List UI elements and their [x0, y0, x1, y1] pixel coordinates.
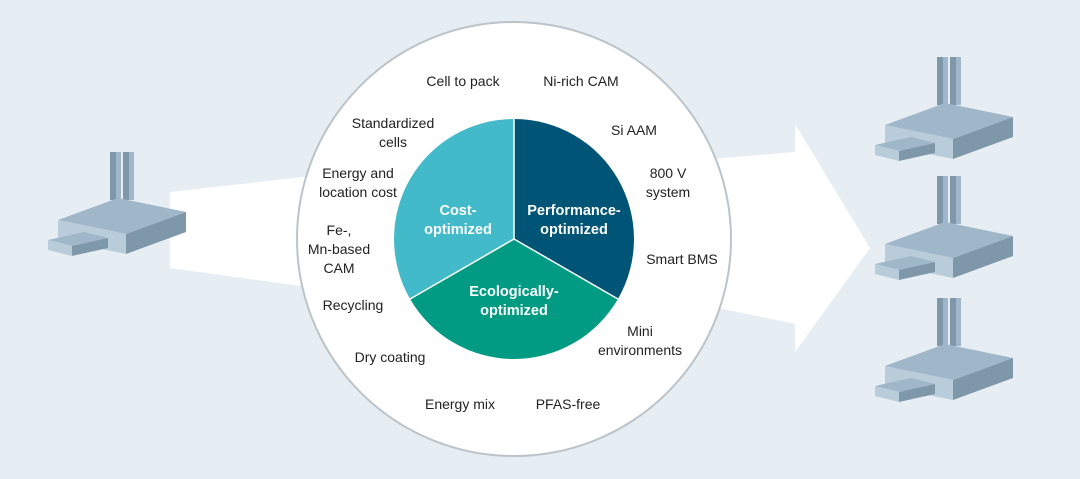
- label-800v-system: 800 V system: [645, 165, 691, 200]
- label-smart-bms: Smart BMS: [646, 251, 718, 267]
- segment-performance: [514, 119, 634, 299]
- segment-ecological: [410, 239, 618, 359]
- factory-icon: [875, 176, 1013, 280]
- segment-label-performance: Performance- optimized: [527, 203, 621, 238]
- factory-icon: [875, 57, 1013, 161]
- label-pfas-free: PFAS-free: [535, 396, 601, 412]
- segment-cost: [394, 119, 514, 299]
- segment-label-ecological: Ecologically- optimized: [469, 284, 559, 319]
- label-energy-location-cost: Energy and location cost: [319, 165, 397, 200]
- label-energy-mix: Energy mix: [424, 396, 496, 412]
- label-standardized-cells: Standardized cells: [351, 115, 435, 150]
- input-band: [170, 174, 330, 290]
- label-dry-coating: Dry coating: [354, 349, 426, 365]
- label-fe-mn-cam: Fe-, Mn-based CAM: [307, 222, 371, 276]
- label-recycling: Recycling: [322, 297, 384, 313]
- factory-icon: [875, 298, 1013, 402]
- output-arrow: [700, 124, 870, 352]
- label-si-aam: Si AAM: [611, 122, 657, 138]
- label-cell-to-pack: Cell to pack: [426, 73, 500, 89]
- label-ni-rich-cam: Ni-rich CAM: [543, 73, 619, 89]
- factory-icon: [48, 152, 186, 256]
- segment-label-cost: Cost- optimized: [424, 203, 492, 238]
- label-mini-environments: Mini environments: [597, 323, 683, 358]
